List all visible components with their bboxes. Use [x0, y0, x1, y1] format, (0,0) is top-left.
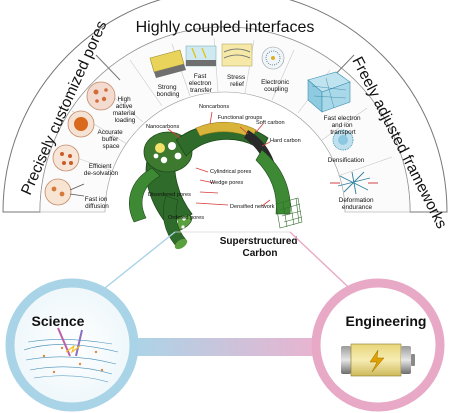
left-item-high-loading: High active material loading	[113, 96, 138, 124]
label-noncarbons: Noncarbons	[199, 104, 229, 110]
top-interface-illustrations	[149, 43, 285, 78]
label-densified-network: Densified network	[230, 204, 275, 210]
engineering-circle: Engineering	[311, 278, 445, 412]
right-item-transport: Fast electron and ion transport	[324, 115, 363, 136]
science-label: Science	[32, 313, 85, 329]
top-item-electron-transfer: Fast electron transfer	[189, 73, 214, 94]
right-item-densification: Densification	[328, 157, 365, 164]
label-soft-carbon: Soft carbon	[256, 120, 285, 126]
superstructured-carbon-illustration	[129, 111, 303, 250]
label-cylindrical-pores: Cylindrical pores	[210, 169, 252, 175]
label-hard-carbon: Hard carbon	[270, 138, 301, 144]
right-framework-illustrations	[307, 71, 378, 195]
science-circle: Science	[5, 278, 139, 412]
arc-title-top: Highly coupled interfaces	[136, 19, 315, 36]
label-nanocarbons: Nanocarbons	[146, 124, 179, 130]
top-item-labels: Strong bonding Fast electron transfer St…	[157, 73, 291, 98]
left-item-labels: High active material loading Accurate bu…	[84, 96, 138, 210]
structure-labels: Noncarbons Nanocarbons Functional groups…	[146, 104, 301, 221]
center-title: Superstructured Carbon	[220, 236, 301, 259]
battery-icon	[341, 343, 415, 377]
svg-text:Superstructured Carbon: Superstructured Carbon	[220, 236, 301, 259]
label-functional-groups: Functional groups	[218, 115, 263, 121]
left-item-desolvation: Efficient de-solvation	[84, 163, 119, 177]
top-item-bonding: Strong bonding	[157, 84, 180, 98]
label-disordered-pores: Disordered pores	[148, 192, 191, 198]
left-item-buffer: Accurate buffer space	[97, 129, 124, 150]
left-item-ion-diffusion: Fast ion diffusion	[85, 196, 110, 210]
top-item-stress-relief: Stress relief	[227, 74, 247, 88]
center-title-line-1: Superstructured	[220, 236, 298, 247]
left-pore-illustrations	[44, 81, 116, 206]
center-title-line-2: Carbon	[243, 248, 278, 259]
label-wedge-pores: Wedge pores	[210, 180, 243, 186]
engineering-label: Engineering	[346, 313, 427, 329]
right-item-labels: Fast electron and ion transport Densific…	[324, 115, 376, 211]
right-item-deformation: Deformation endurance	[339, 197, 376, 211]
label-ordered-pores: Ordered pores	[168, 215, 204, 221]
top-item-electronic-coupling: Electronic coupling	[261, 79, 291, 93]
